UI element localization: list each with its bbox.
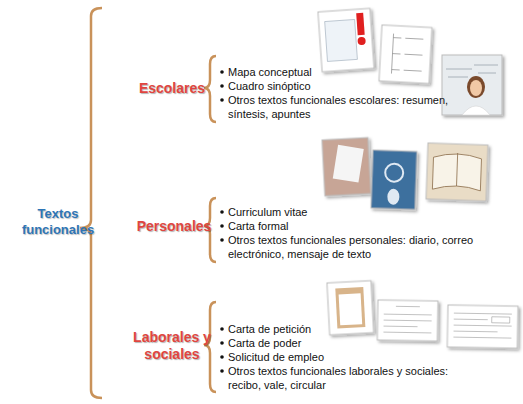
image-detail xyxy=(462,106,490,115)
image-detail xyxy=(385,163,404,182)
image-frame xyxy=(442,55,502,115)
list-item: Curriculum vitae xyxy=(228,205,458,219)
image-frame xyxy=(379,25,432,84)
bullet xyxy=(220,70,224,74)
image-frame xyxy=(318,8,374,71)
image-detail xyxy=(391,34,423,76)
list-item: Otros textos funcionales laborales y soc… xyxy=(228,364,468,392)
image-detail xyxy=(457,153,458,186)
student-photo xyxy=(442,55,502,115)
concept-map-image xyxy=(318,8,374,71)
image-detail xyxy=(356,13,365,35)
image-detail xyxy=(339,293,363,325)
list-item: Carta de petición xyxy=(228,322,458,336)
bullet xyxy=(220,341,224,345)
list-item: Mapa conceptual xyxy=(228,65,458,79)
list-item: Otros textos funcionales escolares: resu… xyxy=(228,93,453,121)
list-item: Cuadro sinóptico xyxy=(228,79,458,93)
category-title: Personales xyxy=(130,218,218,235)
form-image xyxy=(377,300,438,341)
resume-photo xyxy=(322,138,371,196)
image-detail xyxy=(335,287,365,328)
root-title: Textos funcionales xyxy=(18,206,98,238)
image-detail xyxy=(470,80,482,96)
image-detail xyxy=(467,76,485,98)
bullet xyxy=(220,224,224,228)
category-title: Laborales y sociales xyxy=(132,329,212,363)
image-detail xyxy=(357,37,366,46)
curly-bracket xyxy=(204,56,216,122)
clipboard-photo xyxy=(327,281,374,335)
image-detail xyxy=(383,306,431,333)
list-item: Otros textos funcionales personales: dia… xyxy=(228,233,518,261)
image-detail xyxy=(453,313,511,338)
image-detail xyxy=(325,19,358,61)
image-frame xyxy=(447,305,518,348)
image-frame xyxy=(377,300,438,341)
image-frame xyxy=(322,138,371,196)
bracket-group xyxy=(80,8,216,398)
list-item: Carta formal xyxy=(228,219,458,233)
image-detail xyxy=(432,153,481,191)
category-title: Escolares xyxy=(132,80,212,97)
curly-bracket xyxy=(204,302,216,392)
bullet xyxy=(220,84,224,88)
image-detail xyxy=(387,189,400,205)
bullet xyxy=(220,98,224,102)
bullet xyxy=(220,327,224,331)
image-detail xyxy=(446,65,498,77)
diary-photo xyxy=(426,143,488,201)
bullet xyxy=(220,369,224,373)
bullet xyxy=(220,355,224,359)
email-image xyxy=(371,150,417,210)
form-image xyxy=(447,305,518,348)
bullet-group xyxy=(220,70,224,373)
list-item: Solicitud de empleo xyxy=(228,350,458,364)
image-detail xyxy=(492,317,510,323)
image-frame xyxy=(371,150,417,210)
curly-bracket xyxy=(80,8,102,398)
synoptic-chart-image xyxy=(379,25,432,84)
bullet xyxy=(220,210,224,214)
image-detail xyxy=(333,145,364,183)
bullet xyxy=(220,238,224,242)
list-item: Carta de poder xyxy=(228,336,458,350)
image-frame xyxy=(327,281,374,335)
image-frame xyxy=(426,143,488,201)
